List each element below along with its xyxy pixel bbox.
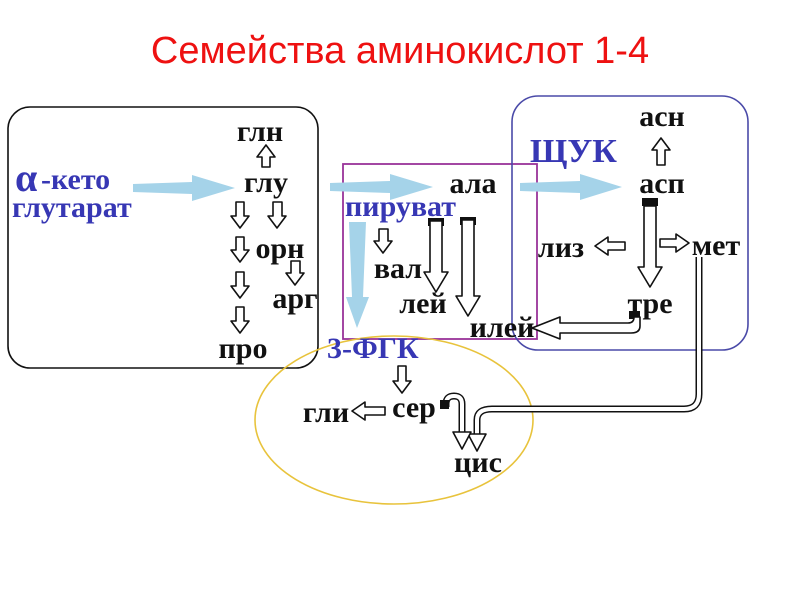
label-pro: про <box>219 332 268 365</box>
arrow-pyruvate-to-leu <box>423 220 449 293</box>
label-fgk: 3-ФГК <box>327 332 419 365</box>
arrow-glu-to-pro-step2 <box>230 236 250 263</box>
label-ketoglutarate-line1: -кето <box>41 163 110 196</box>
marker-thr-arrow-start <box>642 198 658 206</box>
arrow-glu-to-pro-step1 <box>230 201 250 229</box>
label-thr: тре <box>627 287 672 320</box>
label-arg: арг <box>272 282 317 315</box>
label-asp: асп <box>639 167 685 200</box>
arrow-asp-to-thr <box>637 205 663 288</box>
oxaloacetate-family-box <box>511 95 749 351</box>
pyruvate-family-box <box>342 163 538 340</box>
arrow-fgk-to-ser <box>392 365 412 394</box>
arrow-pyruvate-to-val <box>373 228 393 254</box>
label-ile: илей <box>470 311 535 344</box>
label-lys: лиз <box>538 231 584 264</box>
arrow-asp-to-met <box>659 233 690 253</box>
label-asn: асн <box>639 100 685 133</box>
label-orn: орн <box>256 232 305 265</box>
label-pyruvate: пируват <box>345 190 456 223</box>
arrow-ala-to-asp <box>520 174 622 200</box>
arrow-asp-to-asn <box>651 137 671 166</box>
label-gly: гли <box>303 396 349 429</box>
label-ala: ала <box>449 167 496 200</box>
arrow-glu-to-pro-step3 <box>230 271 250 299</box>
arrowhead-ser-to-cys <box>452 431 472 450</box>
arrow-glu-to-orn <box>267 201 287 229</box>
label-glu: глу <box>244 166 288 199</box>
slide-title: Семейства аминокислот 1-4 <box>150 30 650 72</box>
arrow-ketoglutarate-to-glu <box>133 175 235 201</box>
arrow-glu-to-gln <box>256 144 276 168</box>
label-ser: сер <box>392 391 436 424</box>
marker-thr-ile-start <box>629 311 640 319</box>
phosphoglycerate-family-ellipse <box>254 335 534 505</box>
arrow-glutarate-to-pyruvate <box>330 174 433 200</box>
label-ketoglutarate-line2: глутарат <box>12 191 132 224</box>
label-leu: лей <box>399 287 446 320</box>
arrow-thr-to-ile <box>531 316 641 340</box>
arrow-pyruvate-to-ile <box>455 219 481 317</box>
pipe-met-to-cys-inner <box>475 257 701 437</box>
arrow-asp-to-lys <box>594 236 626 256</box>
arrowhead-met-to-cys <box>467 433 487 452</box>
glutarate-family-box <box>7 106 319 369</box>
marker-ser-start <box>440 400 449 409</box>
arrow-ser-to-gly <box>351 401 386 421</box>
label-alpha-symbol: α <box>15 155 37 200</box>
arrow-orn-to-arg <box>285 260 305 286</box>
label-gln: глн <box>237 115 283 148</box>
label-val: вал <box>374 252 422 285</box>
label-met: мет <box>692 229 741 262</box>
label-shchuk: ЩУК <box>530 133 617 170</box>
arrow-glu-to-pro-step4 <box>230 306 250 334</box>
label-cys: цис <box>454 446 502 479</box>
arrow-pyruvate-to-fgk <box>346 222 369 328</box>
